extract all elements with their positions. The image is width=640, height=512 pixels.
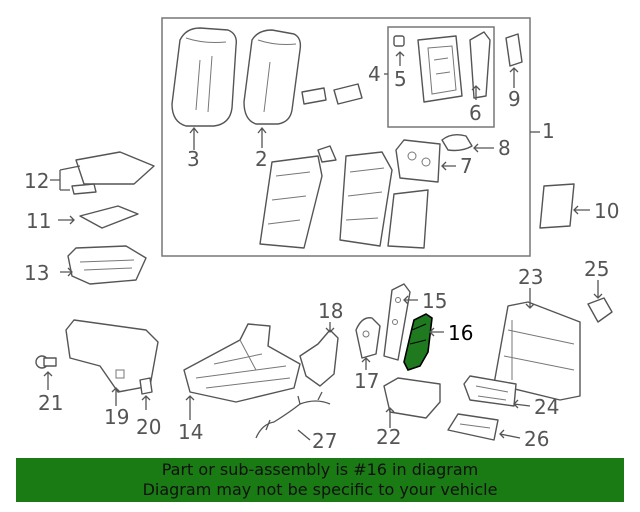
part-11-mat[interactable] — [79, 205, 139, 229]
parts-diagram: 1 2 3 4 5 6 7 8 9 10 11 12 13 14 15 16 1… — [24, 17, 619, 453]
assembly-frame-1 — [161, 17, 531, 257]
label-11: 11 — [26, 209, 51, 233]
info-banner: Part or sub-assembly is #16 in diagram D… — [16, 458, 624, 502]
label-21: 21 — [38, 391, 63, 415]
label-24: 24 — [534, 395, 559, 419]
label-7: 7 — [460, 154, 473, 178]
part-8-knob[interactable] — [441, 133, 473, 152]
part-25-switch[interactable] — [587, 297, 613, 323]
part-23-seat-track[interactable] — [493, 301, 581, 401]
subassembly-frame-4 — [387, 26, 495, 128]
label-10: 10 — [594, 199, 619, 223]
label-12: 12 — [24, 169, 49, 193]
part-seat-frame-lower — [259, 151, 429, 249]
part-3-seatback-cushion[interactable] — [171, 27, 238, 127]
part-22-housing[interactable] — [383, 377, 441, 419]
label-19: 19 — [104, 405, 129, 429]
label-2: 2 — [255, 147, 268, 171]
part-24-motor[interactable] — [463, 375, 517, 407]
label-14: 14 — [178, 420, 203, 444]
label-15: 15 — [422, 289, 447, 313]
label-18: 18 — [318, 299, 343, 323]
part-9-trim[interactable] — [505, 33, 523, 67]
label-8: 8 — [498, 136, 511, 160]
part-2-seatback-panel[interactable] — [243, 29, 302, 125]
banner-line-2: Diagram may not be specific to your vehi… — [142, 480, 498, 499]
label-27: 27 — [312, 429, 337, 453]
part-14-base-frame[interactable] — [183, 323, 301, 403]
label-6: 6 — [469, 101, 482, 125]
part-26-module[interactable] — [447, 413, 499, 441]
label-26: 26 — [524, 427, 549, 451]
banner-line-1: Part or sub-assembly is #16 in diagram — [161, 460, 479, 479]
part-4-module[interactable] — [417, 35, 463, 103]
label-25: 25 — [584, 257, 609, 281]
label-22: 22 — [376, 425, 401, 449]
part-18-trim[interactable] — [299, 329, 339, 387]
part-15-plate[interactable] — [383, 283, 411, 361]
label-20: 20 — [136, 415, 161, 439]
label-17: 17 — [354, 369, 379, 393]
label-4: 4 — [368, 62, 381, 86]
part-27-wire-harness[interactable] — [255, 391, 331, 439]
part-5-clip[interactable] — [393, 35, 405, 47]
part-16-highlighted[interactable] — [403, 313, 433, 371]
leader-lines — [43, 51, 603, 441]
part-13-tray[interactable] — [67, 245, 147, 285]
label-23: 23 — [518, 265, 543, 289]
part-20-clip[interactable] — [139, 377, 153, 395]
callout-labels: 1 2 3 4 5 6 7 8 9 10 11 12 13 14 15 16 1… — [24, 62, 619, 453]
part-10-pad[interactable] — [539, 183, 575, 229]
part-17-bracket[interactable] — [355, 317, 381, 359]
label-16-highlighted: 16 — [448, 321, 473, 345]
label-5: 5 — [394, 67, 407, 91]
part-12-cushion[interactable] — [71, 151, 155, 195]
part-7-bracket[interactable] — [395, 139, 441, 183]
label-13: 13 — [24, 261, 49, 285]
label-1: 1 — [542, 119, 555, 143]
part-clips — [301, 83, 363, 163]
label-9: 9 — [508, 87, 521, 111]
label-3: 3 — [187, 147, 200, 171]
part-21-plug[interactable] — [35, 355, 57, 369]
